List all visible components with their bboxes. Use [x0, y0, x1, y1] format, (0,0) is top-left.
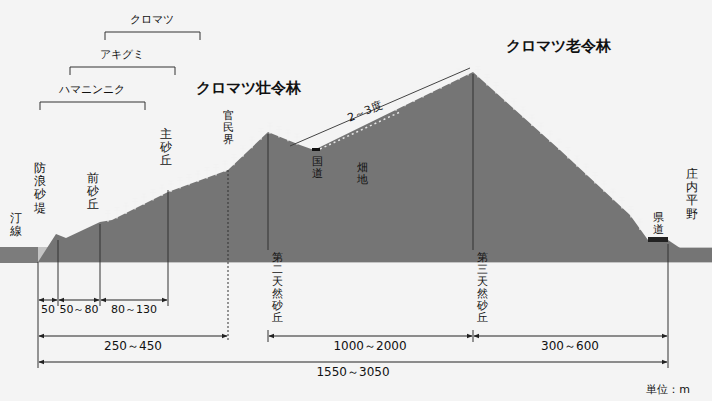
- field-label: 畑地: [357, 162, 368, 186]
- dimension-value: 250～450: [104, 340, 162, 353]
- pine-tree: [150, 190, 156, 201]
- slope-line: [290, 68, 470, 146]
- dimension-value: 1000～2000: [333, 340, 406, 353]
- pine-tree: [592, 173, 598, 184]
- shoreline-label: 汀線: [10, 212, 22, 238]
- pine-tree: [204, 168, 210, 179]
- pine-tree: [574, 156, 580, 167]
- bracket-label: アキグミ: [100, 49, 144, 61]
- pine-tree: [276, 126, 282, 137]
- pine-tree: [601, 181, 607, 192]
- plain-label: 庄内平野: [686, 168, 698, 221]
- pine-tree: [628, 206, 634, 217]
- brackets: [40, 32, 200, 110]
- pine-tree: [637, 219, 643, 230]
- pine-tree: [484, 75, 490, 86]
- pine-tree: [475, 66, 481, 77]
- dimension-value: 1550～3050: [316, 366, 389, 379]
- pine-tree: [141, 194, 147, 205]
- dimension-value: 300～600: [541, 340, 599, 353]
- pine-tree: [502, 91, 508, 102]
- pine-tree: [195, 171, 201, 182]
- pine-tree: [231, 154, 237, 165]
- pine-tree: [213, 164, 219, 175]
- pine-tree: [285, 130, 291, 141]
- pine-tree: [610, 189, 616, 200]
- pine-tree: [556, 139, 562, 150]
- pine-tree: [114, 208, 120, 219]
- pine-tree: [529, 115, 535, 126]
- pine-tree: [177, 178, 183, 189]
- pine-tree: [105, 211, 111, 222]
- pine-tree: [493, 83, 499, 94]
- dune-label: 防浪砂堤: [34, 162, 46, 215]
- forest-label: クロマツ壮令林: [196, 80, 301, 97]
- bracket-label: ハマニンニク: [59, 84, 125, 96]
- pine-tree: [132, 199, 138, 210]
- dimension-value: 80～130: [111, 304, 157, 316]
- pine-tree: [186, 174, 192, 185]
- pine-tree: [267, 123, 273, 134]
- pine-tree: [565, 147, 571, 158]
- dimension-value: 50～80: [60, 304, 99, 316]
- boundary-label: 官民界: [223, 110, 234, 146]
- pine-tree: [619, 198, 625, 209]
- pine-tree: [583, 164, 589, 175]
- road-label: 国道: [312, 156, 323, 180]
- sea: [0, 247, 38, 263]
- extension-lines: [38, 74, 668, 368]
- pine-tree: [511, 99, 517, 110]
- prefectural-road: [648, 237, 668, 242]
- pine-tree: [249, 137, 255, 148]
- dune-label: 前砂丘: [87, 172, 99, 212]
- dune-profile: [0, 72, 712, 262]
- pine-tree: [123, 203, 129, 214]
- forest-label: クロマツ老令林: [506, 38, 611, 55]
- dune-label: 第三天然砂丘: [477, 252, 488, 325]
- dimension-lines: [39, 300, 667, 362]
- unit-note: 単位：m: [646, 384, 690, 396]
- pine-tree: [538, 123, 544, 134]
- dune-label: 第二天然砂丘: [272, 252, 283, 325]
- road-label: 県道: [653, 212, 664, 236]
- dimension-value: 50: [41, 304, 55, 316]
- bracket-label: クロマツ: [130, 14, 174, 26]
- pine-tree: [258, 129, 264, 140]
- pine-tree: [520, 107, 526, 118]
- pine-trees: [105, 64, 643, 229]
- dune-label: 主砂丘: [160, 128, 172, 168]
- pine-tree: [547, 131, 553, 142]
- pine-tree: [159, 185, 165, 196]
- pine-tree: [168, 181, 174, 192]
- pine-tree: [240, 146, 246, 157]
- national-road: [312, 148, 320, 151]
- pine-tree: [222, 161, 228, 172]
- pine-tree: [456, 69, 462, 80]
- pine-tree: [447, 73, 453, 84]
